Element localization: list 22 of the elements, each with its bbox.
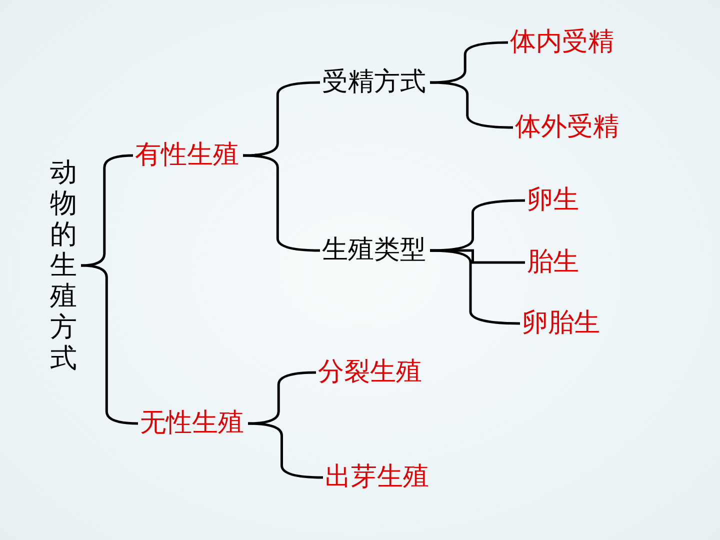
branch-label: 体内受精 [510,26,614,58]
branch-label: 出芽生殖 [325,462,429,493]
brace-connector [430,199,526,252]
branch-label: 生殖类型 [322,234,426,266]
brace-connector [80,154,134,267]
branch-label: 受精方式 [322,66,426,98]
brace-connector [80,264,138,425]
brace-connector [248,371,316,425]
branch-label: 卵生 [527,184,579,216]
branch-label: 卵胎生 [522,308,600,339]
branch-label: 有性生殖 [135,140,239,171]
brace-connector [248,422,324,479]
brace-connector [242,81,320,157]
brace-connector [430,249,520,325]
brace-connector [430,81,514,129]
branch-label: 体外受精 [515,112,619,143]
branch-label: 分裂生殖 [318,356,422,388]
brace-connector [242,154,320,252]
brace-connector [430,41,508,84]
vertical-title-text: 动物的生殖方式 [50,156,77,374]
branch-label: 胎生 [527,246,579,278]
branch-label: 无性生殖 [140,408,244,439]
